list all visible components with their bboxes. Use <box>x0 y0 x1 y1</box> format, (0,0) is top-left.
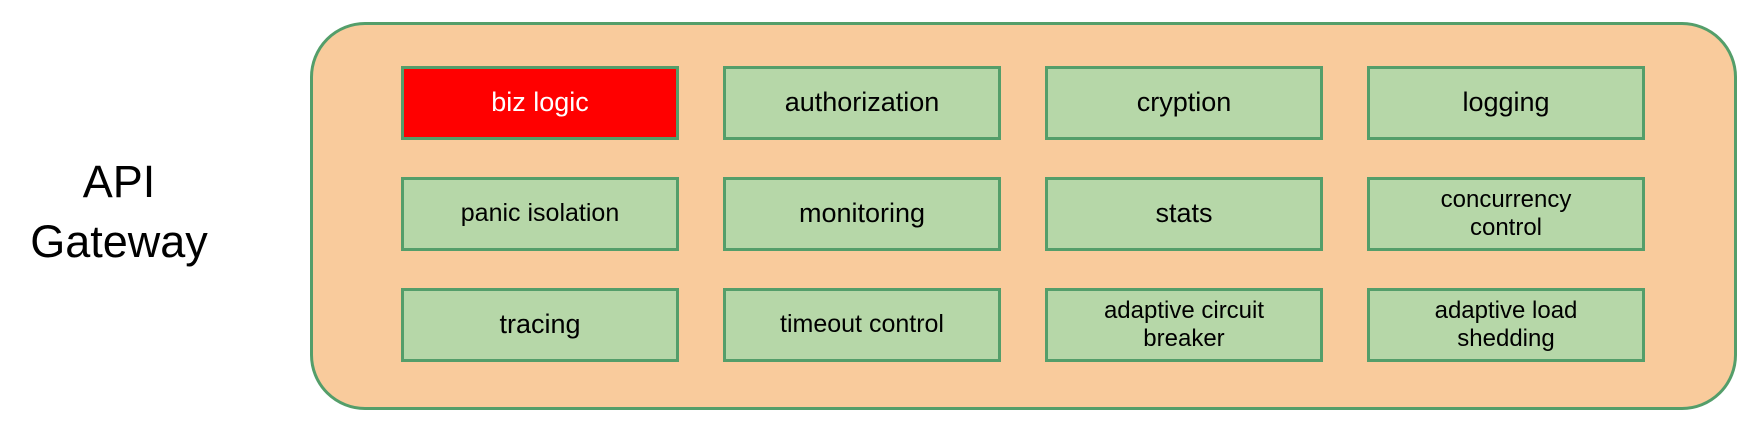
cell-logging: logging <box>1367 66 1645 140</box>
cell-adaptive-circuit-breaker: adaptive circuit breaker <box>1045 288 1323 362</box>
cell-label: timeout control <box>780 310 944 339</box>
cell-timeout-control: timeout control <box>723 288 1001 362</box>
cell-label: tracing <box>499 309 581 340</box>
cell-authorization: authorization <box>723 66 1001 140</box>
api-gateway-label-line2: Gateway <box>30 216 208 267</box>
cell-label: adaptive circuit breaker <box>1103 296 1265 352</box>
cell-biz-logic: biz logic <box>401 66 679 140</box>
cell-tracing: tracing <box>401 288 679 362</box>
cell-label: authorization <box>784 87 940 118</box>
api-gateway-label-line1: API <box>82 156 156 207</box>
cell-label: monitoring <box>798 198 926 229</box>
cell-label: stats <box>1155 198 1213 229</box>
cell-label: cryption <box>1136 87 1232 118</box>
cell-label: concurrency control <box>1440 185 1572 241</box>
cell-panic-isolation: panic isolation <box>401 177 679 251</box>
cell-label: panic isolation <box>460 199 620 228</box>
cell-label: logging <box>1462 87 1550 118</box>
gateway-container: biz logic authorization cryption logging… <box>310 22 1737 410</box>
feature-grid: biz logic authorization cryption logging… <box>401 66 1645 362</box>
cell-stats: stats <box>1045 177 1323 251</box>
cell-label: biz logic <box>491 87 589 118</box>
cell-adaptive-load-shedding: adaptive load shedding <box>1367 288 1645 362</box>
cell-label: adaptive load shedding <box>1434 296 1578 352</box>
api-gateway-label: API Gateway <box>9 152 229 272</box>
cell-monitoring: monitoring <box>723 177 1001 251</box>
cell-cryption: cryption <box>1045 66 1323 140</box>
cell-concurrency-control: concurrency control <box>1367 177 1645 251</box>
